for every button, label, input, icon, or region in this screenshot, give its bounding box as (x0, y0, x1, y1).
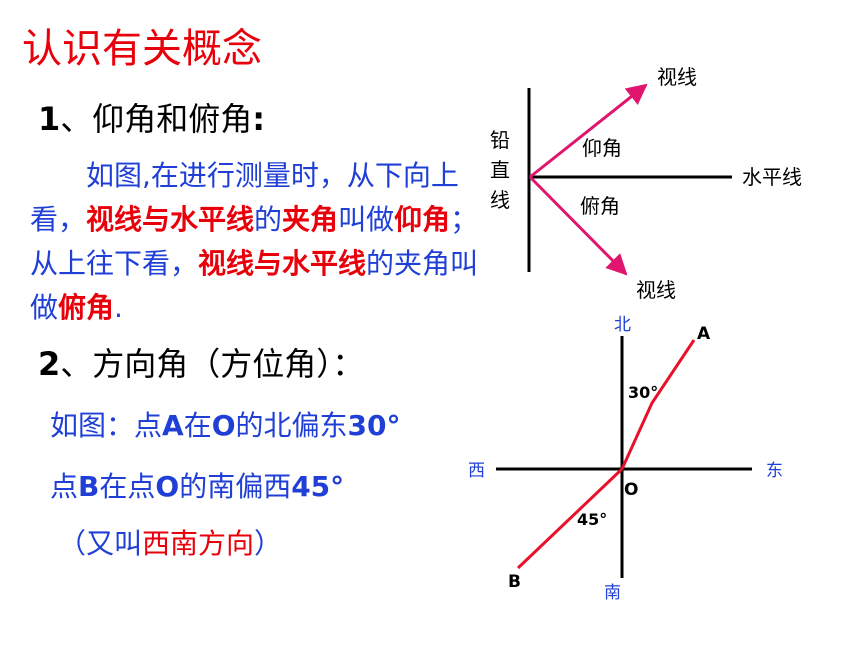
ray-oa (620, 339, 696, 470)
angle-a-label: 30° (628, 383, 658, 402)
sight-line-up (529, 83, 648, 179)
ray-ob (516, 467, 624, 570)
slide-title: 认识有关概念 (22, 26, 262, 72)
section2-heading: 2、方向角（方位角）： (38, 345, 365, 383)
horizontal-label: 水平线 (742, 165, 802, 189)
east-label: 东 (766, 461, 783, 481)
depression-label: 俯角 (580, 194, 620, 218)
example-southwest-note: （又叫西南方向） (58, 527, 283, 560)
sight-line-down (528, 175, 628, 276)
point-a-label: A (697, 324, 711, 344)
sight-label-top: 视线 (657, 65, 697, 89)
sight-label-bottom: 视线 (636, 278, 676, 302)
section1-heading: 1、仰角和俯角: (38, 100, 266, 138)
point-b-label: B (508, 572, 521, 592)
vertical-label-1: 铅 (490, 128, 510, 152)
elevation-label: 仰角 (582, 136, 622, 160)
south-label: 南 (604, 583, 621, 603)
vertical-label-2: 直 (490, 158, 510, 182)
example-point-b: 点B在点O的南偏西45° (50, 470, 345, 503)
west-label: 西 (468, 461, 485, 481)
example-point-a: 如图：点A在O的北偏东30° (50, 409, 401, 442)
origin-label: O (624, 480, 638, 500)
angle-b-label: 45° (577, 510, 607, 529)
north-label: 北 (614, 315, 631, 335)
section1-paragraph: 如图,在进行测量时，从下向上看，视线与水平线的夹角叫做仰角；从上往下看，视线与水… (30, 159, 479, 324)
bearing-diagram: 北 南 西 东 O A B 30° 45° (468, 315, 783, 603)
vertical-label-3: 线 (490, 188, 510, 212)
elevation-diagram: 铅 直 线 视线 仰角 水平线 俯角 视线 (490, 65, 802, 302)
